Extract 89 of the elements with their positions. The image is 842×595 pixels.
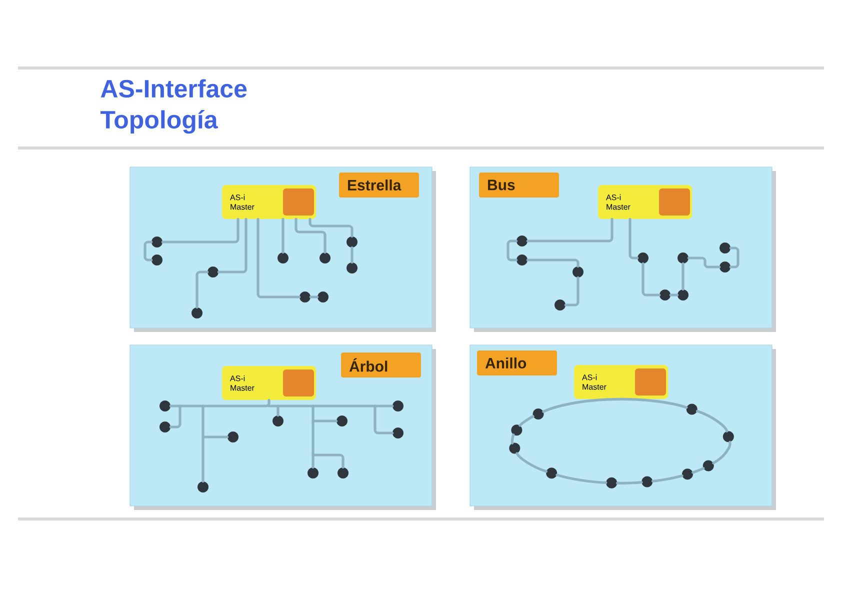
station-dot	[338, 468, 348, 478]
station-dot	[228, 432, 238, 442]
station-dot	[208, 266, 218, 278]
cable-line	[312, 420, 338, 422]
station-dot	[272, 416, 284, 426]
station-dot	[720, 262, 730, 272]
cable-line	[256, 218, 301, 298]
station-dot	[516, 254, 528, 266]
module-block	[659, 188, 690, 216]
station-dot	[308, 468, 318, 478]
cable-line	[652, 474, 684, 482]
station-dot	[546, 468, 558, 479]
cable-line	[669, 294, 679, 296]
cable-line	[696, 410, 728, 432]
station-dot	[532, 408, 544, 420]
title-tag: Bus	[479, 172, 559, 198]
station-dot	[682, 468, 693, 480]
station-dot	[160, 422, 170, 432]
cable-line	[312, 404, 314, 469]
cable-line	[350, 246, 354, 264]
station-dot	[516, 236, 528, 246]
cable-line	[526, 258, 580, 268]
cable-line	[729, 246, 740, 268]
cable-line	[169, 398, 270, 408]
station-dot	[278, 252, 288, 264]
cable-line	[309, 296, 319, 298]
cable-line	[312, 454, 344, 469]
cable-line	[294, 218, 326, 254]
cable-line	[542, 398, 622, 413]
cable-line	[202, 404, 204, 483]
cable-line	[616, 481, 643, 484]
station-dot	[720, 242, 730, 254]
station-dot	[509, 442, 520, 454]
cable-line	[374, 404, 394, 434]
module-block	[283, 370, 314, 396]
cable-line	[526, 218, 614, 242]
station-dot	[346, 262, 358, 274]
cable-line	[169, 404, 182, 428]
station-dot	[642, 476, 653, 488]
cable-line	[687, 256, 721, 268]
cable-line	[556, 474, 608, 484]
cable-line	[516, 452, 548, 473]
cable-line	[506, 240, 518, 262]
title-tag: Estrella	[339, 172, 419, 198]
station-dot	[572, 266, 584, 278]
module-block	[283, 188, 314, 216]
station-dot	[511, 424, 522, 436]
station-dot	[392, 428, 404, 438]
cable-line	[308, 218, 354, 238]
station-dot	[346, 236, 358, 248]
station-dot	[300, 292, 310, 302]
station-dot	[554, 300, 566, 310]
station-dot	[606, 477, 618, 488]
station-dot	[336, 416, 348, 426]
cable-line	[196, 270, 209, 309]
cable-line	[518, 415, 534, 427]
station-dot	[192, 308, 202, 318]
station-dot	[160, 400, 170, 412]
station-dot	[678, 290, 688, 300]
module-block	[635, 368, 666, 396]
cable-line	[268, 404, 394, 408]
station-dot	[722, 431, 734, 442]
cable-line	[642, 262, 661, 296]
station-dot	[198, 482, 208, 492]
slide-title: AS-Interface Topología	[100, 79, 247, 134]
station-dot	[678, 252, 688, 264]
cable-line	[620, 398, 688, 409]
cable-line	[217, 218, 248, 274]
station-dot	[320, 252, 330, 264]
station-dot	[702, 460, 714, 472]
station-dot	[152, 236, 162, 248]
cable-line	[161, 218, 240, 244]
cable-line	[282, 218, 284, 254]
station-dot	[660, 290, 670, 300]
station-dot	[392, 400, 404, 412]
station-dot	[638, 252, 648, 264]
station-dot	[318, 292, 328, 302]
cable-line	[692, 467, 705, 474]
cable-line	[712, 440, 732, 464]
station-dot	[152, 254, 162, 266]
title-tag: Árbol	[341, 352, 421, 378]
cable-line	[510, 434, 515, 444]
cable-line	[202, 436, 229, 438]
cable-line	[628, 218, 639, 260]
cable-line	[276, 404, 280, 417]
title-tag: Anillo	[477, 350, 557, 376]
cable-line	[144, 240, 153, 262]
cable-line	[682, 262, 684, 291]
station-dot	[686, 404, 698, 415]
